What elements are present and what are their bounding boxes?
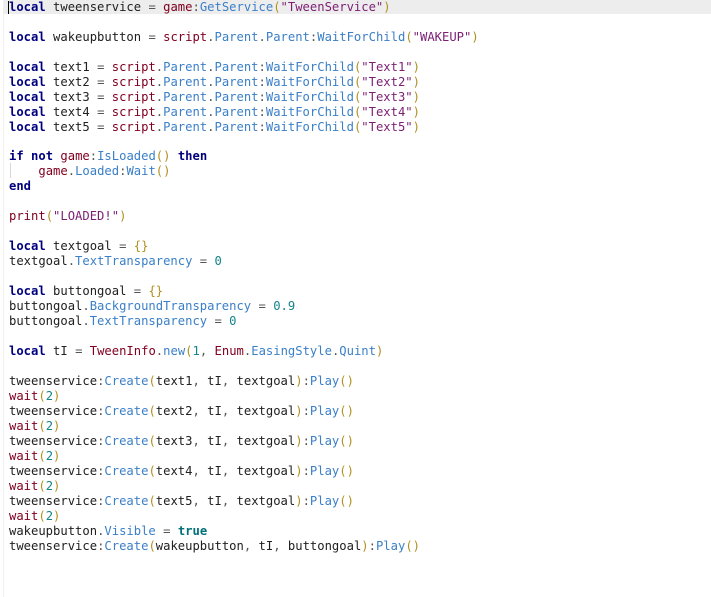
code-line[interactable]: local buttongoal = {} [9,284,164,298]
code-line[interactable]: end [9,179,32,193]
code-line[interactable]: tweenservice:Create(wakeupbutton, tI, bu… [9,539,421,553]
code-line[interactable]: wait(2) [9,389,61,403]
code-line[interactable]: print("LOADED!") [9,209,127,223]
code-line[interactable]: local wakeupbutton = script.Parent.Paren… [9,30,479,44]
code-line[interactable]: if not game:IsLoaded() then [9,149,208,163]
code-line[interactable]: tweenservice:Create(text4, tI, textgoal)… [9,464,354,478]
code-line[interactable]: local text1 = script.Parent.Parent:WaitF… [9,60,420,74]
code-line[interactable]: local text4 = script.Parent.Parent:WaitF… [9,105,420,119]
code-line[interactable]: local text5 = script.Parent.Parent:WaitF… [9,120,420,134]
text-caret [8,1,9,14]
editor-left-border [3,0,4,597]
code-line[interactable]: wait(2) [9,449,61,463]
code-line[interactable]: buttongoal.TextTransparency = 0 [9,314,237,328]
code-line[interactable]: buttongoal.BackgroundTransparency = 0.9 [9,299,296,313]
code-line[interactable]: local tweenservice = game:GetService("Tw… [9,0,391,14]
current-line-highlight [4,0,711,14]
code-line[interactable]: local textgoal = {} [9,239,149,253]
code-line[interactable]: tweenservice:Create(text2, tI, textgoal)… [9,404,354,418]
code-line[interactable]: game.Loaded:Wait() [38,164,171,178]
code-line[interactable]: local text2 = script.Parent.Parent:WaitF… [9,75,420,89]
code-line[interactable]: local tI = TweenInfo.new(1, Enum.EasingS… [9,344,384,358]
indent-guide [10,163,11,178]
code-line[interactable]: wait(2) [9,509,61,523]
code-line[interactable]: wait(2) [9,419,61,433]
code-line[interactable]: tweenservice:Create(text3, tI, textgoal)… [9,434,354,448]
code-line[interactable]: tweenservice:Create(text5, tI, textgoal)… [9,494,354,508]
code-line[interactable]: textgoal.TextTransparency = 0 [9,254,222,268]
code-line[interactable]: wakeupbutton.Visible = true [9,524,208,538]
code-line[interactable]: local text3 = script.Parent.Parent:WaitF… [9,90,420,104]
code-line[interactable]: wait(2) [9,479,61,493]
code-line[interactable]: tweenservice:Create(text1, tI, textgoal)… [9,374,354,388]
